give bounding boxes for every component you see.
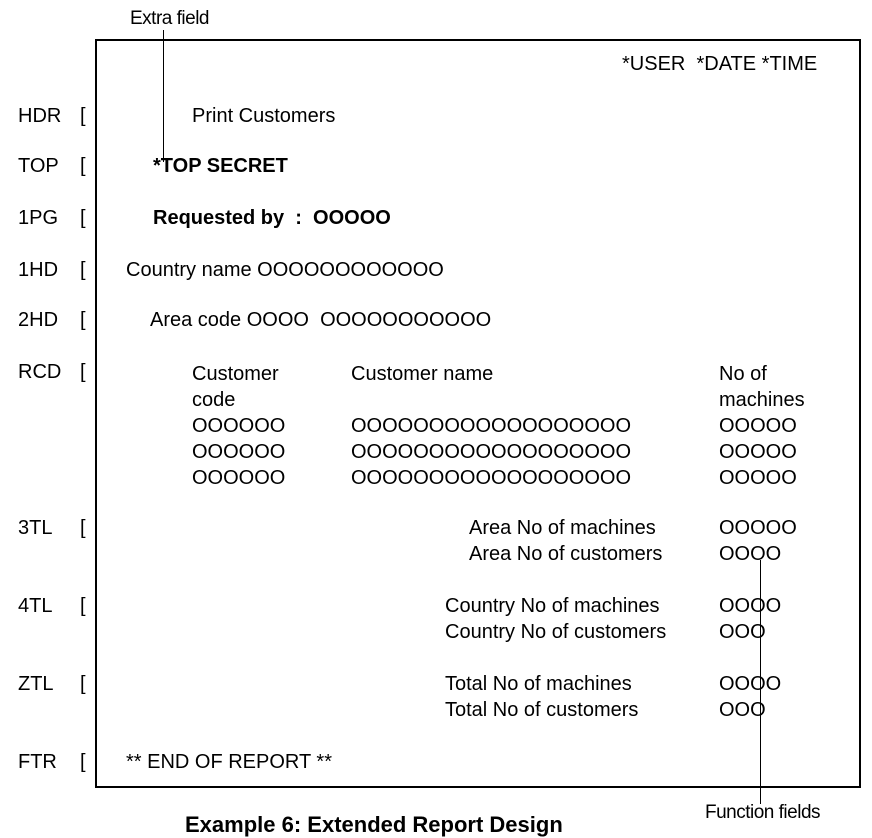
bracket: [ xyxy=(80,517,86,539)
3tl-label-1: Area No of machines xyxy=(469,517,656,539)
4tl-label-2: Country No of customers xyxy=(445,621,667,643)
ztl-value-1: OOOO xyxy=(719,673,782,695)
1hd-text: Country name OOOOOOOOOOOO xyxy=(126,259,444,281)
1pg-text: Requested by : OOOOO xyxy=(153,207,391,229)
hdr-text: Print Customers xyxy=(192,105,336,127)
row-label-top: TOP xyxy=(18,155,59,177)
ftr-text: ** END OF REPORT ** xyxy=(126,751,332,773)
top-text: *TOP SECRET xyxy=(153,155,288,177)
extra-field-pointer xyxy=(163,30,164,162)
3tl-label-2: Area No of customers xyxy=(469,543,663,565)
row-label-rcd: RCD xyxy=(18,361,62,383)
4tl-label-1: Country No of machines xyxy=(445,595,660,617)
ztl-label-1: Total No of machines xyxy=(445,673,632,695)
4tl-value-2: OOO xyxy=(719,621,766,643)
ztl-label-2: Total No of customers xyxy=(445,699,639,721)
rcd-customer-name-column: Customer name OOOOOOOOOOOOOOOOOO OOOOOOO… xyxy=(351,363,632,489)
bracket: [ xyxy=(80,595,86,617)
row-label-1pg: 1PG xyxy=(18,207,59,229)
function-fields-pointer xyxy=(760,560,761,804)
figure-caption: Example 6: Extended Report Design xyxy=(185,812,563,837)
bracket: [ xyxy=(80,309,86,331)
bracket: [ xyxy=(80,207,86,229)
bracket: [ xyxy=(80,105,86,127)
row-label-1hd: 1HD xyxy=(18,259,59,281)
row-label-ztl: ZTL xyxy=(18,673,54,695)
header-right-fields: *USER *DATE *TIME xyxy=(622,53,818,75)
2hd-text: Area code OOOO OOOOOOOOOOO xyxy=(150,309,492,331)
row-label-2hd: 2HD xyxy=(18,309,59,331)
rcd-customer-code-column: Customer code OOOOOO OOOOOO OOOOOO xyxy=(192,363,286,489)
function-fields-annotation: Function fields xyxy=(705,802,821,823)
bracket: [ xyxy=(80,751,86,773)
row-label-ftr: FTR xyxy=(18,751,57,773)
row-label-4tl: 4TL xyxy=(18,595,53,617)
3tl-value-2: OOOO xyxy=(719,543,782,565)
bracket: [ xyxy=(80,673,86,695)
report-layout-frame xyxy=(95,39,861,788)
bracket: [ xyxy=(80,361,86,383)
rcd-machines-column: No of machines OOOOO OOOOO OOOOO xyxy=(719,363,805,489)
row-label-hdr: HDR xyxy=(18,105,62,127)
bracket: [ xyxy=(80,155,86,177)
extra-field-annotation: Extra field xyxy=(130,8,209,29)
bracket: [ xyxy=(80,259,86,281)
ztl-value-2: OOO xyxy=(719,699,766,721)
3tl-value-1: OOOOO xyxy=(719,517,797,539)
4tl-value-1: OOOO xyxy=(719,595,782,617)
row-label-3tl: 3TL xyxy=(18,517,53,539)
